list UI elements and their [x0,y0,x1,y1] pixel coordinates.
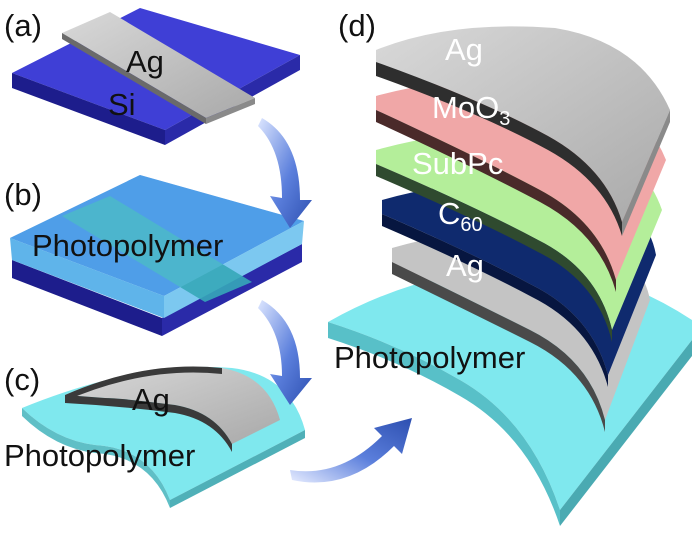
embedded-ag-stripe [62,196,252,302]
panel-c-tag: (c) [4,362,40,397]
d-layer-ag-top-label: Ag [445,32,483,67]
d-layer-subpc-label: SubPc [412,146,503,181]
panel-a-ag-label: Ag [126,44,164,79]
panel-c-photopolymer-label: Photopolymer [4,438,195,473]
photopolymer-sheen [10,175,304,296]
panel-a [12,8,300,145]
d-ag-bottom-edge [392,248,605,432]
labels: (a) Ag Si (b) Photopolymer (c) Ag Photop… [4,8,525,473]
photopolymer-film-edge-right [170,430,305,508]
panel-c-ag-label: Ag [132,382,170,417]
panel-d [328,26,692,526]
panel-b-photopolymer-label: Photopolymer [32,228,223,263]
ag-stripe-side [62,33,206,124]
ag-stripe-end [206,98,255,124]
d-layer-ag-bottom-label: Ag [446,248,484,283]
ag-curved-stripe-edge [65,395,232,452]
si-substrate-b-side-left [12,260,162,336]
process-arrows [258,118,412,483]
arrow-b-to-c [258,300,312,405]
arrow-c-to-d [290,418,412,483]
panel-b-tag: (b) [4,177,42,212]
d-photopolymer-label: Photopolymer [334,340,525,375]
d-layer-moo3-label: MoO3 [432,90,510,130]
ag-curved-stripe-top [65,366,280,444]
panel-b [10,175,304,336]
d-ag-top-front-edge [622,110,670,236]
d-moo3-edge [376,96,616,292]
ag-curved-stripe-left-edge [65,366,222,401]
panel-a-tag: (a) [4,8,42,43]
panel-d-tag: (d) [338,8,376,43]
d-photopolymer-edge [328,322,560,526]
d-ag-top-top [376,26,670,222]
panel-a-si-label: Si [108,87,136,122]
ag-stripe-top [62,12,255,118]
d-photopolymer-edge-right [560,340,692,526]
panel-c [22,366,305,508]
photopolymer-layer-side-left [10,238,164,318]
si-substrate-side-left [12,73,165,145]
d-subpc-edge [376,150,612,342]
d-ag-top-edge [376,50,622,236]
d-c60-edge [382,200,608,387]
d-layer-c60-label: C60 [438,196,483,236]
arrow-a-to-b [258,118,312,228]
